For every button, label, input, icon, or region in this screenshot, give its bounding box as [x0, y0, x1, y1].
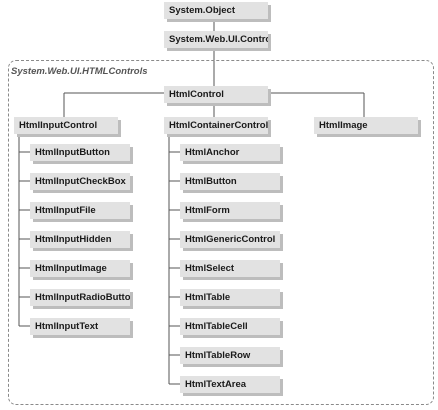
node-system-object: System.Object — [164, 2, 268, 19]
node-html-form: HtmlForm — [180, 202, 280, 219]
node-html-button: HtmlButton — [180, 173, 280, 190]
node-html-input-text: HtmlInputText — [30, 318, 130, 335]
node-system-web-ui-control: System.Web.UI.Control — [164, 31, 268, 48]
node-html-control: HtmlControl — [164, 86, 268, 103]
node-html-input-image: HtmlInputImage — [30, 260, 130, 277]
node-html-generic-control: HtmlGenericControl — [180, 231, 280, 248]
node-html-text-area: HtmlTextArea — [180, 376, 280, 393]
node-html-input-file: HtmlInputFile — [30, 202, 130, 219]
node-html-select: HtmlSelect — [180, 260, 280, 277]
node-html-input-checkbox: HtmlInputCheckBox — [30, 173, 130, 190]
node-html-input-radio-button: HtmlInputRadioButton — [30, 289, 130, 306]
node-html-anchor: HtmlAnchor — [180, 144, 280, 161]
node-html-input-hidden: HtmlInputHidden — [30, 231, 130, 248]
node-html-image: HtmlImage — [314, 117, 418, 134]
node-html-table: HtmlTable — [180, 289, 280, 306]
htmlcontrols-namespace-box — [8, 60, 434, 405]
node-html-table-row: HtmlTableRow — [180, 347, 280, 364]
node-html-table-cell: HtmlTableCell — [180, 318, 280, 335]
node-html-container-control: HtmlContainerControl — [164, 117, 268, 134]
node-html-input-button: HtmlInputButton — [30, 144, 130, 161]
namespace-label: System.Web.UI.HTMLControls — [11, 66, 148, 77]
node-html-input-control: HtmlInputControl — [14, 117, 118, 134]
